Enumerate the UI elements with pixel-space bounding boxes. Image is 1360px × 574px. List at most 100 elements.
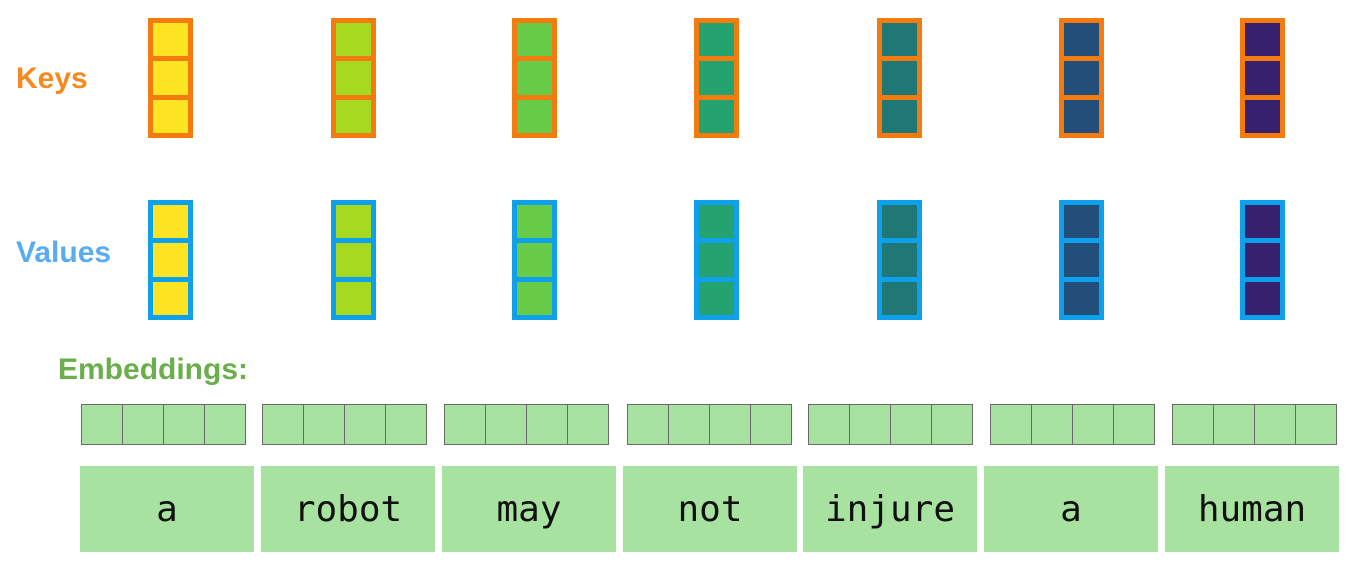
key-vector-cell bbox=[336, 61, 371, 95]
value-vector-cell bbox=[1245, 281, 1280, 315]
value-vector-cell bbox=[336, 281, 371, 315]
value-vector-cell bbox=[517, 281, 552, 315]
embedding-vector-2 bbox=[262, 404, 427, 445]
embedding-cell bbox=[1173, 405, 1214, 444]
embedding-cell bbox=[809, 405, 850, 444]
embedding-cell bbox=[345, 405, 386, 444]
value-vector-cell bbox=[153, 243, 188, 277]
value-vector-cell bbox=[1064, 205, 1099, 239]
value-vector-7 bbox=[1240, 200, 1285, 320]
embedding-cell bbox=[527, 405, 568, 444]
embedding-cell bbox=[123, 405, 164, 444]
key-vector-3 bbox=[512, 18, 557, 138]
value-vector-4 bbox=[694, 200, 739, 320]
key-vector-cell bbox=[336, 99, 371, 133]
key-vector-cell bbox=[517, 23, 552, 57]
embedding-vector-7 bbox=[1172, 404, 1337, 445]
embedding-cell bbox=[386, 405, 426, 444]
embedding-cell bbox=[1296, 405, 1336, 444]
value-vector-cell bbox=[699, 281, 734, 315]
value-vector-cell bbox=[882, 205, 917, 239]
embedding-cell bbox=[164, 405, 205, 444]
value-vector-cell bbox=[1064, 243, 1099, 277]
embedding-cell bbox=[82, 405, 123, 444]
key-vector-cell bbox=[517, 61, 552, 95]
embedding-cell bbox=[850, 405, 891, 444]
key-vector-cell bbox=[699, 23, 734, 57]
value-vector-cell bbox=[336, 243, 371, 277]
value-vector-cell bbox=[699, 243, 734, 277]
embedding-vector-1 bbox=[81, 404, 246, 445]
key-vector-cell bbox=[882, 61, 917, 95]
embedding-cell bbox=[891, 405, 932, 444]
token-box-6: a bbox=[984, 466, 1158, 552]
key-vector-cell bbox=[882, 23, 917, 57]
values-label: Values bbox=[16, 236, 112, 269]
token-box-1: a bbox=[80, 466, 254, 552]
embedding-vector-4 bbox=[627, 404, 792, 445]
key-vector-2 bbox=[331, 18, 376, 138]
embedding-cell bbox=[669, 405, 710, 444]
key-vector-cell bbox=[1064, 99, 1099, 133]
key-vector-cell bbox=[336, 23, 371, 57]
key-vector-cell bbox=[1245, 23, 1280, 57]
value-vector-cell bbox=[882, 281, 917, 315]
embedding-cell bbox=[1255, 405, 1296, 444]
embedding-cell bbox=[710, 405, 751, 444]
embedding-cell bbox=[486, 405, 527, 444]
keys-label: Keys bbox=[16, 62, 88, 95]
value-vector-cell bbox=[1064, 281, 1099, 315]
token-box-4: not bbox=[623, 466, 797, 552]
embedding-cell bbox=[628, 405, 669, 444]
value-vector-cell bbox=[699, 205, 734, 239]
value-vector-6 bbox=[1059, 200, 1104, 320]
key-vector-4 bbox=[694, 18, 739, 138]
value-vector-cell bbox=[1245, 205, 1280, 239]
key-vector-1 bbox=[148, 18, 193, 138]
embedding-cell bbox=[991, 405, 1032, 444]
embedding-cell bbox=[1214, 405, 1255, 444]
embedding-vector-6 bbox=[990, 404, 1155, 445]
value-vector-cell bbox=[1245, 243, 1280, 277]
embedding-cell bbox=[263, 405, 304, 444]
value-vector-cell bbox=[153, 205, 188, 239]
key-vector-cell bbox=[699, 99, 734, 133]
value-vector-cell bbox=[336, 205, 371, 239]
key-vector-6 bbox=[1059, 18, 1104, 138]
embedding-cell bbox=[1032, 405, 1073, 444]
value-vector-2 bbox=[331, 200, 376, 320]
value-vector-1 bbox=[148, 200, 193, 320]
key-vector-cell bbox=[153, 23, 188, 57]
embedding-cell bbox=[1073, 405, 1114, 444]
value-vector-5 bbox=[877, 200, 922, 320]
key-vector-cell bbox=[1245, 61, 1280, 95]
embedding-cell bbox=[304, 405, 345, 444]
embedding-cell bbox=[751, 405, 791, 444]
embedding-cell bbox=[1114, 405, 1154, 444]
value-vector-3 bbox=[512, 200, 557, 320]
token-box-7: human bbox=[1165, 466, 1339, 552]
embedding-cell bbox=[205, 405, 245, 444]
key-vector-cell bbox=[1064, 23, 1099, 57]
key-vector-cell bbox=[153, 99, 188, 133]
value-vector-cell bbox=[882, 243, 917, 277]
embeddings-label: Embeddings: bbox=[58, 353, 249, 386]
token-box-2: robot bbox=[261, 466, 435, 552]
token-box-3: may bbox=[442, 466, 616, 552]
key-vector-cell bbox=[882, 99, 917, 133]
key-vector-cell bbox=[153, 61, 188, 95]
key-vector-cell bbox=[1064, 61, 1099, 95]
key-vector-cell bbox=[517, 99, 552, 133]
value-vector-cell bbox=[517, 205, 552, 239]
key-vector-cell bbox=[1245, 99, 1280, 133]
embedding-vector-5 bbox=[808, 404, 973, 445]
key-vector-5 bbox=[877, 18, 922, 138]
embedding-vector-3 bbox=[444, 404, 609, 445]
value-vector-cell bbox=[153, 281, 188, 315]
embedding-cell bbox=[445, 405, 486, 444]
embedding-cell bbox=[568, 405, 608, 444]
token-box-5: injure bbox=[803, 466, 977, 552]
embedding-cell bbox=[932, 405, 972, 444]
key-vector-7 bbox=[1240, 18, 1285, 138]
value-vector-cell bbox=[517, 243, 552, 277]
